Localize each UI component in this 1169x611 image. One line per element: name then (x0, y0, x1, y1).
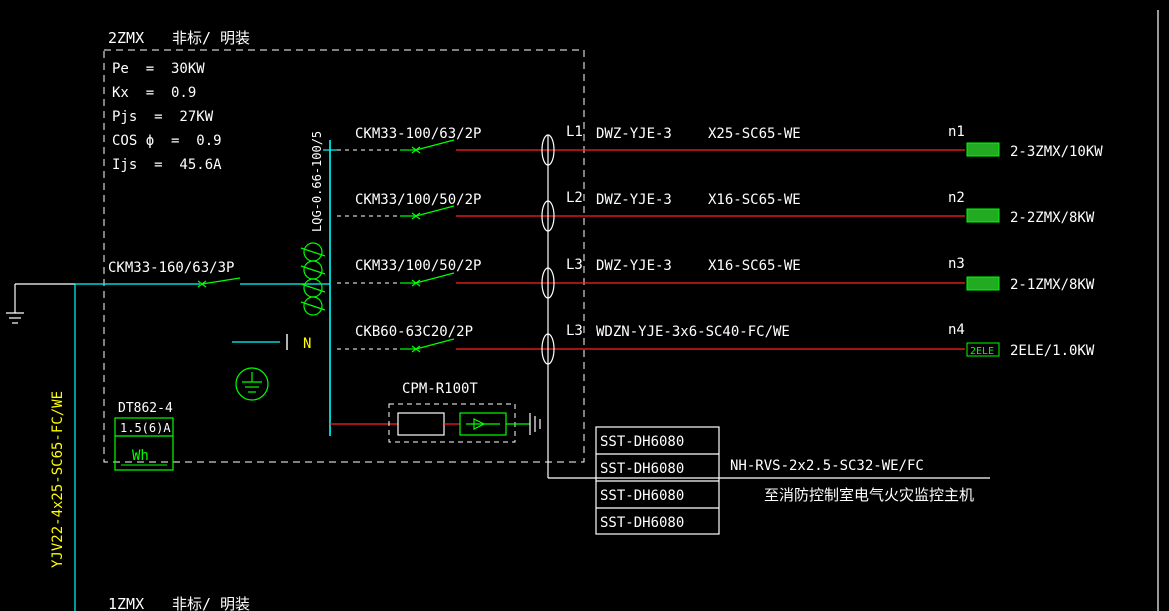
meter-unit: Wh (132, 448, 149, 464)
next-panel-desc: 非标/ 明装 (172, 595, 250, 611)
neutral-label: N (303, 336, 311, 352)
meter-type: DT862-4 (118, 401, 173, 416)
spd-ground-icon (529, 413, 541, 435)
phase-label-2: L2 (566, 190, 583, 206)
node-label-4: n4 (948, 322, 965, 338)
load-label-4: 2ELE/1.0KW (1010, 343, 1095, 359)
incoming-cable-label: YJV22-4x25-SC65-FC/WE (50, 391, 66, 568)
monitor-module-1: SST-DH6080 (600, 434, 684, 450)
node-label-1: n1 (948, 124, 965, 140)
panel-desc: 非标/ 明装 (172, 29, 250, 47)
load-block-4 (966, 342, 1000, 357)
cable-label-3: DWZ-YJE-3 (596, 258, 672, 274)
monitor-module-3: SST-DH6080 (600, 488, 684, 504)
breaker-label-3: CKM33/100/50/2P (355, 258, 481, 274)
ct-label: LQG-0.66-100/5 (310, 131, 324, 232)
breaker-label-4: CKB60-63C20/2P (355, 324, 473, 340)
load-label-1: 2-3ZMX/10KW (1010, 144, 1103, 160)
monitor-destination: 至消防控制室电气火灾监控主机 (764, 486, 974, 504)
param-pjs: Pjs = 27KW (112, 109, 214, 125)
load-tag-4: 2ELE (970, 346, 994, 357)
branch-breaker-icon-4 (400, 338, 455, 353)
conduit-label-3: X16-SC65-WE (708, 258, 801, 274)
next-panel-id: 1ZMX (108, 595, 144, 611)
incoming-ground-icon (6, 284, 24, 324)
conduit-label-1: X25-SC65-WE (708, 126, 801, 142)
current-transformer-icon (300, 242, 326, 316)
param-kx: Kx = 0.9 (112, 85, 196, 101)
incoming-breaker-icon (197, 277, 241, 288)
param-cos: COS ϕ = 0.9 (112, 133, 222, 149)
incoming-breaker-label: CKM33-160/63/3P (108, 260, 234, 276)
load-label-3: 2-1ZMX/8KW (1010, 277, 1095, 293)
branch-breaker-icon-1 (400, 139, 455, 154)
load-block-1 (966, 142, 1000, 157)
spd-arrester-icon (466, 418, 500, 430)
cable-label-2: DWZ-YJE-3 (596, 192, 672, 208)
monitor-cable-label: NH-RVS-2x2.5-SC32-WE/FC (730, 458, 924, 474)
load-block-3 (966, 276, 1000, 291)
load-label-2: 2-2ZMX/8KW (1010, 210, 1095, 226)
meter-box (114, 417, 174, 471)
param-pe: Pe = 30KW (112, 61, 205, 77)
meter-rating: 1.5(6)A (120, 421, 171, 435)
param-ijs: Ijs = 45.6A (112, 157, 222, 173)
phase-label-4: L3 (566, 323, 583, 339)
phase-label-1: L1 (566, 124, 583, 140)
breaker-label-1: CKM33-100/63/2P (355, 126, 481, 142)
phase-label-3: L3 (566, 257, 583, 273)
cable-label-1: DWZ-YJE-3 (596, 126, 672, 142)
conduit-label-2: X16-SC65-WE (708, 192, 801, 208)
spd-outer-box (388, 403, 516, 443)
node-label-2: n2 (948, 190, 965, 206)
branch-breaker-icon-2 (400, 205, 455, 220)
node-label-3: n3 (948, 256, 965, 272)
breaker-label-2: CKM33/100/50/2P (355, 192, 481, 208)
spd-element (397, 412, 445, 436)
branch-breaker-icon-3 (400, 272, 455, 287)
monitor-module-2: SST-DH6080 (600, 461, 684, 477)
panel-id: 2ZMX (108, 29, 144, 47)
panel-boundary (103, 49, 585, 463)
cable-label-4: WDZN-YJE-3x6-SC40-FC/WE (596, 324, 790, 340)
spd-label: CPM-R100T (402, 381, 478, 397)
load-block-2 (966, 208, 1000, 223)
monitor-modules-table: SST-DH6080 SST-DH6080 SST-DH6080 SST-DH6… (595, 426, 720, 535)
protective-earth-icon (235, 367, 269, 401)
monitor-module-4: SST-DH6080 (600, 515, 684, 531)
